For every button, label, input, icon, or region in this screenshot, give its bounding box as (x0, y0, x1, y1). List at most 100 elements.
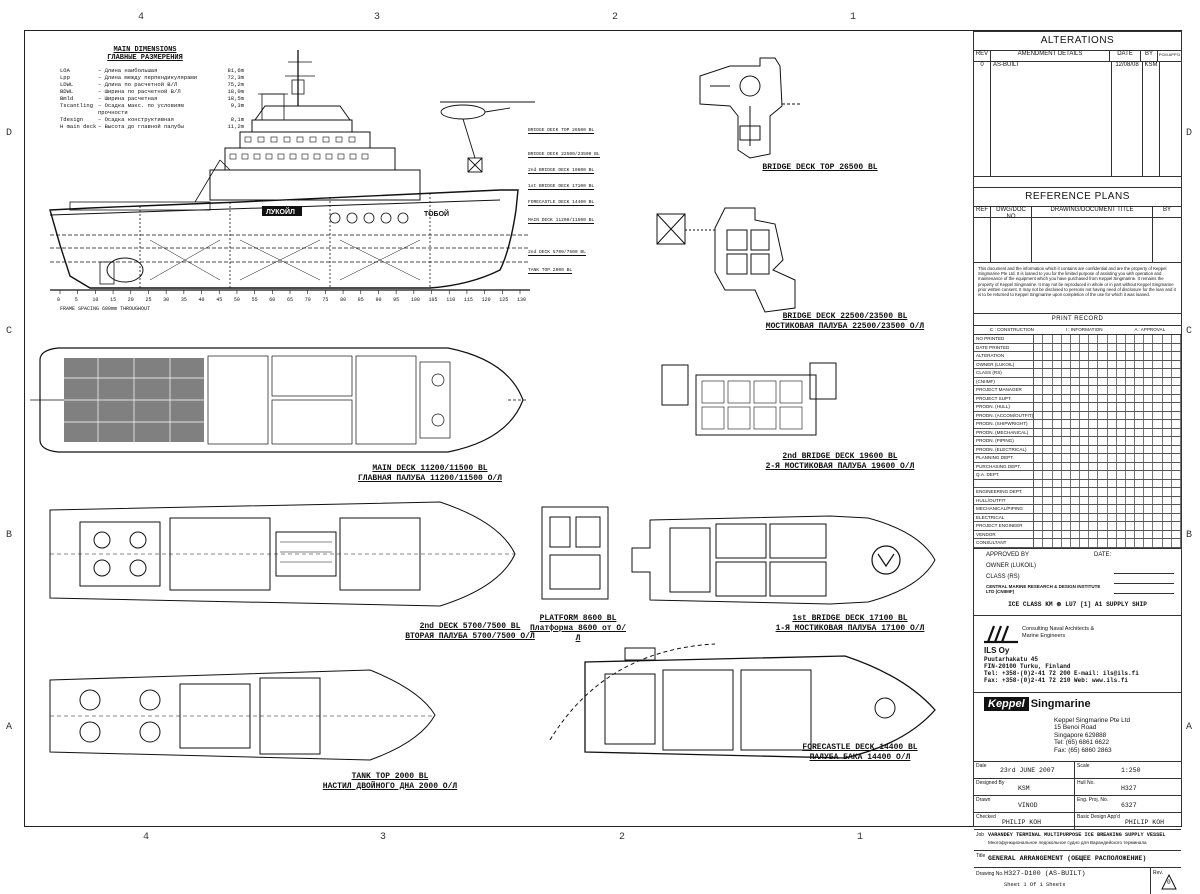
approved-by-title: APPROVED BY (986, 551, 1030, 558)
print-record-row: ELECTRICAL (974, 513, 1181, 522)
print-record-row: HULL/OUTFIT (974, 496, 1181, 505)
print-record-label: PRODN. (SHIPWRIGHT) (976, 420, 1035, 428)
frame-number: 100 (411, 297, 420, 303)
tank-top-plan (49, 669, 436, 761)
print-record-label: PRODN. (ELECTRICAL) (976, 445, 1035, 453)
dimension-val: 72,3m (227, 74, 244, 81)
frame-number: 30 (163, 297, 169, 303)
print-record-row: NO PRINTED (974, 335, 1181, 344)
zone-left-b: B (6, 530, 13, 541)
frame-number: 130 (517, 297, 526, 303)
title-label: Title (976, 852, 986, 859)
ref-header-by: BY (1162, 207, 1171, 213)
print-record-row (974, 479, 1181, 488)
dimension-sym: LOA (60, 67, 70, 74)
dimension-val: 9,3m (230, 102, 244, 109)
zone-right-c: C (1186, 326, 1193, 337)
hull-company-mark: ЛУКОЙЛ (266, 207, 295, 216)
approved-class: CLASS (RS) (986, 573, 1020, 580)
consultant-tagline: Consulting Naval Architects & Marine Eng… (1022, 625, 1095, 639)
frame-number: 65 (287, 297, 293, 303)
zone-bottom-4: 4 (143, 832, 150, 843)
dimension-val: 11,2m (227, 123, 244, 130)
print-record-row: OWNER (LUKOIL) (974, 360, 1181, 369)
print-record-label: Q.A. DEPT. (976, 471, 1035, 479)
frame-spacing-note: FRAME SPACING 600mm THROUGHOUT (60, 306, 150, 312)
print-record-row: (CNIIMF) (974, 377, 1181, 386)
zone-top-1: 1 (850, 12, 857, 23)
deck-level-label: BRIDGE DECK 22500/23500 BL (528, 152, 600, 158)
dimension-row: Tscantling– Осадка макс. по условиям про… (60, 102, 250, 116)
frame-number: 50 (234, 297, 240, 303)
alt-row-rev: 0 (974, 62, 991, 176)
forecastle-deck-plan (549, 643, 936, 759)
alt-header-date: DATE (1110, 51, 1141, 61)
print-record-row: PROJECT ENGINEER (974, 522, 1181, 531)
bridge-deck-plan (656, 207, 796, 313)
reference-plans-header: REF DWG/DOC NO DRAWING/DOCUMENT TITLE BY (974, 207, 1181, 220)
zone-right-a: A (1186, 722, 1193, 733)
eng-value: 6327 (1121, 801, 1137, 809)
frame-number: 85 (358, 297, 364, 303)
frame-number: 15 (110, 297, 116, 303)
hull-name: ТОБОЙ (424, 209, 449, 218)
hull-label: Hull No. (1077, 779, 1095, 786)
alterations-rows: 0 AS-BUILT 12/08/08 KSM (974, 62, 1181, 177)
hull-value: H327 (1121, 784, 1137, 792)
sheet-value: Sheet 1 Of 1 Sheets (1004, 881, 1066, 888)
frame-number: 60 (269, 297, 275, 303)
print-record-label: CONSULTANT (976, 539, 1035, 547)
print-record-row: CONSULTANT (974, 539, 1181, 548)
zone-left-c: C (6, 326, 13, 337)
deck-level-label: 1st BRIDGE DECK 17100 BL (528, 184, 595, 190)
legend-construction: C : CONSTRUCTION (989, 327, 1034, 332)
dimension-sym: Bmld (60, 95, 74, 102)
alt-header-rev: REV (974, 51, 991, 61)
frame-number: 10 (92, 297, 98, 303)
print-record-row: DATE PRINTED (974, 343, 1181, 352)
legend-approval: A : APPROVAL (1134, 327, 1166, 332)
job-label: Job (976, 831, 985, 838)
alterations-header: REV AMENDMENT DETAILS DATE BY PCM APP'D (974, 51, 1181, 62)
alt-header-by: BY (1141, 51, 1158, 61)
print-record-legend: C : CONSTRUCTION I : INFORMATION A : APP… (974, 326, 1181, 335)
consultant-block: Consulting Naval Architects & Marine Eng… (974, 616, 1181, 693)
frame-number: 25 (145, 297, 151, 303)
print-record-label: ELECTRICAL (976, 513, 1035, 521)
print-record-label: CLASS (RS) (976, 369, 1035, 377)
date-label: Date (976, 762, 987, 769)
frame-number: 45 (216, 297, 222, 303)
title-value: GENERAL ARRANGEMENT (ОБЩЕЕ РАСПОЛОЖЕНИЕ) (988, 854, 1147, 862)
zone-bottom-3: 3 (380, 832, 387, 843)
zone-left-d: D (6, 128, 13, 139)
date-value: 23rd JUNE 2007 (1000, 766, 1055, 774)
zone-left-a: A (6, 722, 13, 733)
main-dimensions-table: MAIN DIMENSIONS ГЛАВНЫЕ РАЗМЕРЕНИЯ LOA– … (60, 46, 250, 130)
approved-by-block: APPROVED BY DATE: OWNER (LUKOIL) CLASS (… (974, 547, 1181, 616)
dimension-desc: – Ширина расчетная (98, 95, 158, 102)
print-record-row: MECHANICAL/PIPING (974, 505, 1181, 514)
print-record-label: (CNIIMF) (976, 377, 1035, 385)
builder-block: Keppel Singmarine Keppel Singmarine Pte … (974, 693, 1181, 762)
zone-top-4: 4 (138, 12, 145, 23)
deck-level-label: 2nd DECK 5700/7500 BL (528, 250, 586, 256)
confidential-notice: This document and the information which … (974, 263, 1181, 314)
frame-number: 90 (375, 297, 381, 303)
alt-header-appd: PCM APP'D (1158, 52, 1181, 57)
print-record-label: PROJECT MANAGER (976, 386, 1035, 394)
job-value: VARANDEY TERMINAL MULTIPURPOSE ICE BREAK… (988, 831, 1166, 838)
dimension-sym: Tdesign (60, 116, 84, 123)
